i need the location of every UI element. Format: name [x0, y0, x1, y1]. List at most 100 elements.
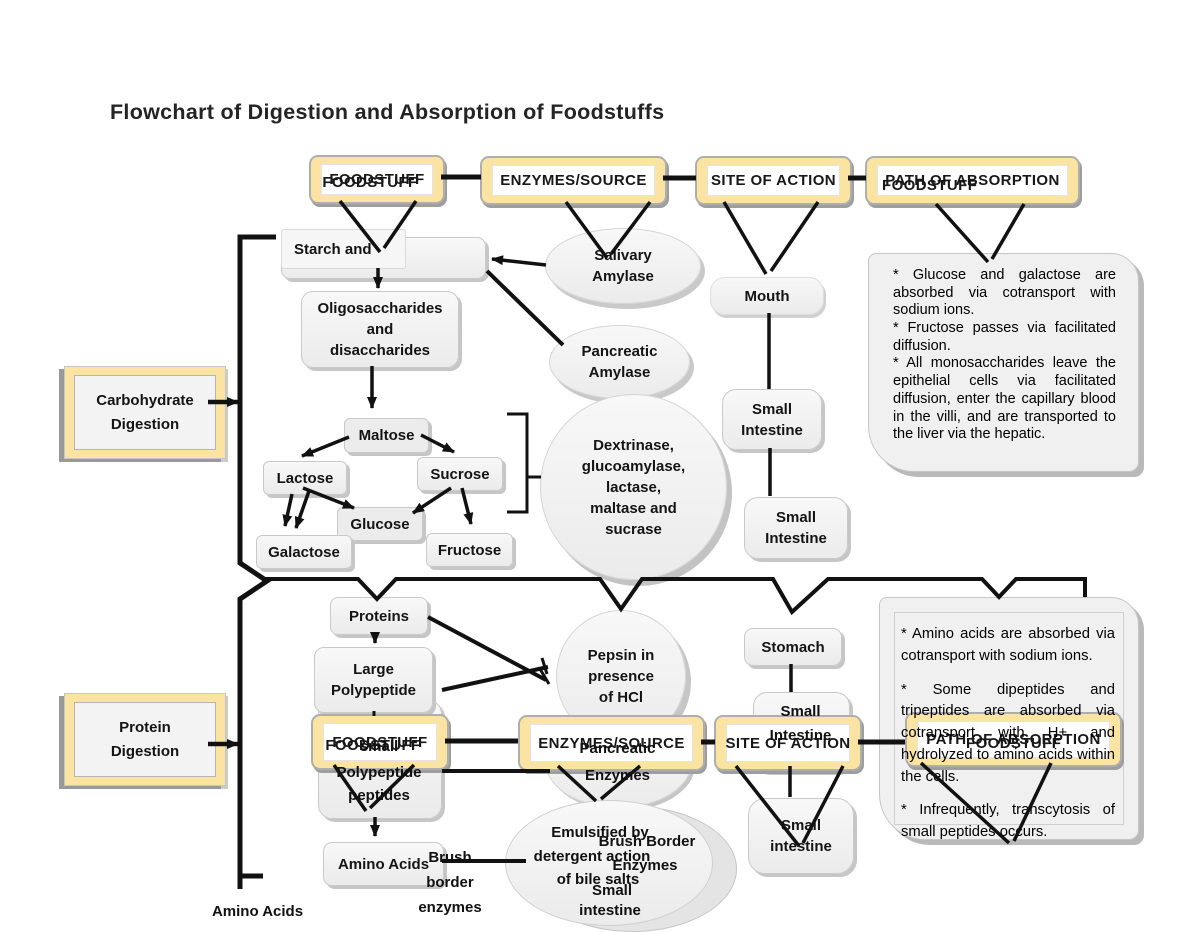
carb-note-p1: * Glucose and galactose are absorbed via…: [893, 267, 1116, 319]
glucose-label: Glucose: [350, 515, 410, 533]
header-site2-label: SITE OF ACTION: [725, 734, 851, 752]
oligo-line3: disaccharides: [329, 342, 431, 359]
carb-si1-line1: Small: [751, 400, 793, 418]
pepsin-line3: of HCl: [598, 688, 644, 706]
header-foodstuff2-label: FOODSTUFF: [332, 733, 428, 751]
stomach-label: Stomach: [761, 638, 825, 656]
galactose-box: Galactose: [256, 535, 352, 569]
starch-label: Starch and: [294, 240, 372, 258]
brush-border-line2: border: [426, 873, 474, 891]
header-site-label: SITE OF ACTION: [710, 172, 837, 189]
header-enzymes-bottom: ENZYMES/SOURCE: [518, 715, 705, 771]
amino-acids-box: Amino Acids: [323, 842, 444, 886]
carb-si2-line2: Intestine: [765, 530, 827, 547]
pepsin-line2: presence: [588, 667, 654, 685]
maltose-label: Maltose: [358, 427, 415, 444]
mouth-label: Mouth: [744, 287, 790, 305]
carb-absorption-note: * Glucose and galactose are absorbed via…: [868, 253, 1139, 472]
proteins-box: Proteins: [330, 597, 428, 635]
carb-small-intestine-1: Small Intestine: [722, 389, 822, 450]
pancreatic-enzymes-line1: Pancreatic: [579, 740, 656, 757]
header-foodstuff2-ghost: FOODSTUFF: [325, 736, 421, 754]
protein-note-p2: * Some dipeptides and tripeptides are ab…: [901, 681, 1115, 785]
carbohydrate-digestion-label: Carbohydrate Digestion: [64, 366, 226, 459]
sugar-bracket: [507, 412, 541, 514]
header-path-bottom: PATH OF ABSORPTION FOODSTUFF: [905, 712, 1122, 767]
fructose-box: Fructose: [426, 533, 513, 567]
circle-line1: Dextrinase,: [593, 436, 674, 454]
starch-box: Starch and: [281, 229, 406, 269]
protein-note-p3: * Infrequently, transcytosis of small pe…: [901, 802, 1115, 840]
sucrose-box: Sucrose: [417, 457, 503, 491]
salivary-line2: Amylase: [592, 268, 654, 285]
sucrose-label: Sucrose: [430, 465, 490, 483]
carb-note-p2: * Fructose passes via facilitated diffus…: [893, 320, 1116, 354]
pepsin-line1: Pepsin in: [587, 646, 655, 664]
header-enzymes-label: ENZYMES/SOURCE: [500, 172, 647, 189]
lactose-label: Lactose: [276, 469, 334, 487]
oligosaccharides-box: Oligosaccharides and disaccharides: [301, 291, 459, 368]
protein-si2-line1: Small: [780, 817, 822, 834]
carb-note-p3: * All monosaccharides leave the epitheli…: [893, 355, 1116, 443]
galactose-label: Galactose: [268, 543, 340, 561]
small-poly-line1: small: [359, 738, 399, 755]
amino-acids-plain-text: Amino Acids: [211, 903, 304, 920]
protein-si1-line1: Small: [780, 703, 821, 720]
stomach-box: Stomach: [744, 628, 842, 666]
page-title: Flowchart of Digestion and Absorption of…: [110, 100, 665, 124]
header-path-top: PATH OF ABSORPTION FOODSTUFF: [865, 156, 1080, 205]
pancreatic-line2: Amylase: [588, 364, 651, 381]
header-foodstuff-ghost: FOODSTUFF: [322, 174, 418, 191]
header-site-top: SITE OF ACTION: [695, 156, 852, 205]
protein-note-text: * Amino acids are absorbed via cotranspo…: [901, 624, 1115, 844]
mouth-box: Mouth: [710, 277, 824, 315]
header-enzymes-top: ENZYMES/SOURCE: [480, 156, 667, 205]
proteins-label: Proteins: [348, 607, 409, 625]
emulsified-line2: detergent action: [533, 848, 651, 865]
large-poly-line2: Polypeptide: [330, 682, 416, 699]
oligo-line2: and: [366, 321, 394, 338]
circle-line5: sucrase: [605, 520, 662, 538]
amino-acids-box-label: Amino Acids: [337, 855, 430, 873]
salivary-amylase-ellipse: Salivary Amylase: [545, 228, 701, 304]
fructose-label: Fructose: [437, 541, 502, 559]
brush-border-line3: enzymes: [418, 898, 482, 916]
header-path-ghost: FOODSTUFF: [882, 177, 978, 194]
small-poly-line2: Polypeptide: [336, 764, 422, 781]
header-path2-ghost: FOODSTUFF: [966, 735, 1062, 752]
emulsified-line3: of bile salts: [556, 871, 640, 888]
emulsified-line1: Emulsified by: [551, 824, 649, 841]
protein-small-intestine-2: Small intestine: [748, 798, 854, 874]
protein-digestion-label: Protein Digestion: [64, 693, 226, 786]
header-foodstuff-bottom: FOODSTUFF FOODSTUFF: [311, 714, 449, 770]
salivary-line1: Salivary: [594, 247, 652, 264]
carb-label-line1: Carbohydrate: [96, 392, 194, 410]
carb-si1-line2: Intestine: [741, 421, 803, 439]
small-intestine-ellipse-line2: intestine: [579, 902, 641, 919]
pancreatic-enzymes-line2: Enzymes: [584, 767, 651, 784]
protein-si2-line2: intestine: [770, 838, 832, 855]
large-poly-line1: Large: [353, 661, 394, 678]
brush-border-ellipse-line1: Brush Border: [598, 833, 696, 850]
brush-border-enzymes-text: Brush border enzymes: [405, 846, 495, 920]
header-path2-label: PATH OF ABSORPTION: [926, 731, 1101, 748]
protein-label-line1: Protein: [119, 719, 171, 737]
protein-si1-line2: Intestine: [769, 727, 832, 744]
circle-line4: maltase and: [590, 499, 677, 517]
carb-si2-line1: Small: [775, 509, 817, 526]
brush-border-enzyme-circle: Dextrinase, glucoamylase, lactase, malta…: [540, 394, 727, 580]
oligo-line1: Oligosaccharides: [317, 300, 443, 317]
protein-label-line2: Digestion: [110, 742, 180, 760]
protein-note-p1: * Amino acids are absorbed via cotranspo…: [901, 626, 1115, 664]
pancreatic-line1: Pancreatic: [581, 343, 658, 360]
brush-border-line1: Brush: [428, 849, 472, 866]
pancreatic-amylase-ellipse: Pancreatic Amylase: [549, 325, 690, 399]
header-enzymes2-label: ENZYMES/SOURCE: [538, 734, 685, 752]
brush-border-ellipse-line2: Enzymes: [612, 857, 678, 874]
circle-line3: lactase,: [605, 478, 662, 496]
lactose-box: Lactose: [263, 461, 347, 495]
carb-label-line2: Digestion: [110, 415, 180, 433]
emulsified-ellipse: [505, 800, 713, 926]
header-foodstuff-top: FOODSTUFF FOODSTUFF: [309, 155, 445, 204]
header-foodstuff-label: FOODSTUFF: [329, 171, 425, 188]
